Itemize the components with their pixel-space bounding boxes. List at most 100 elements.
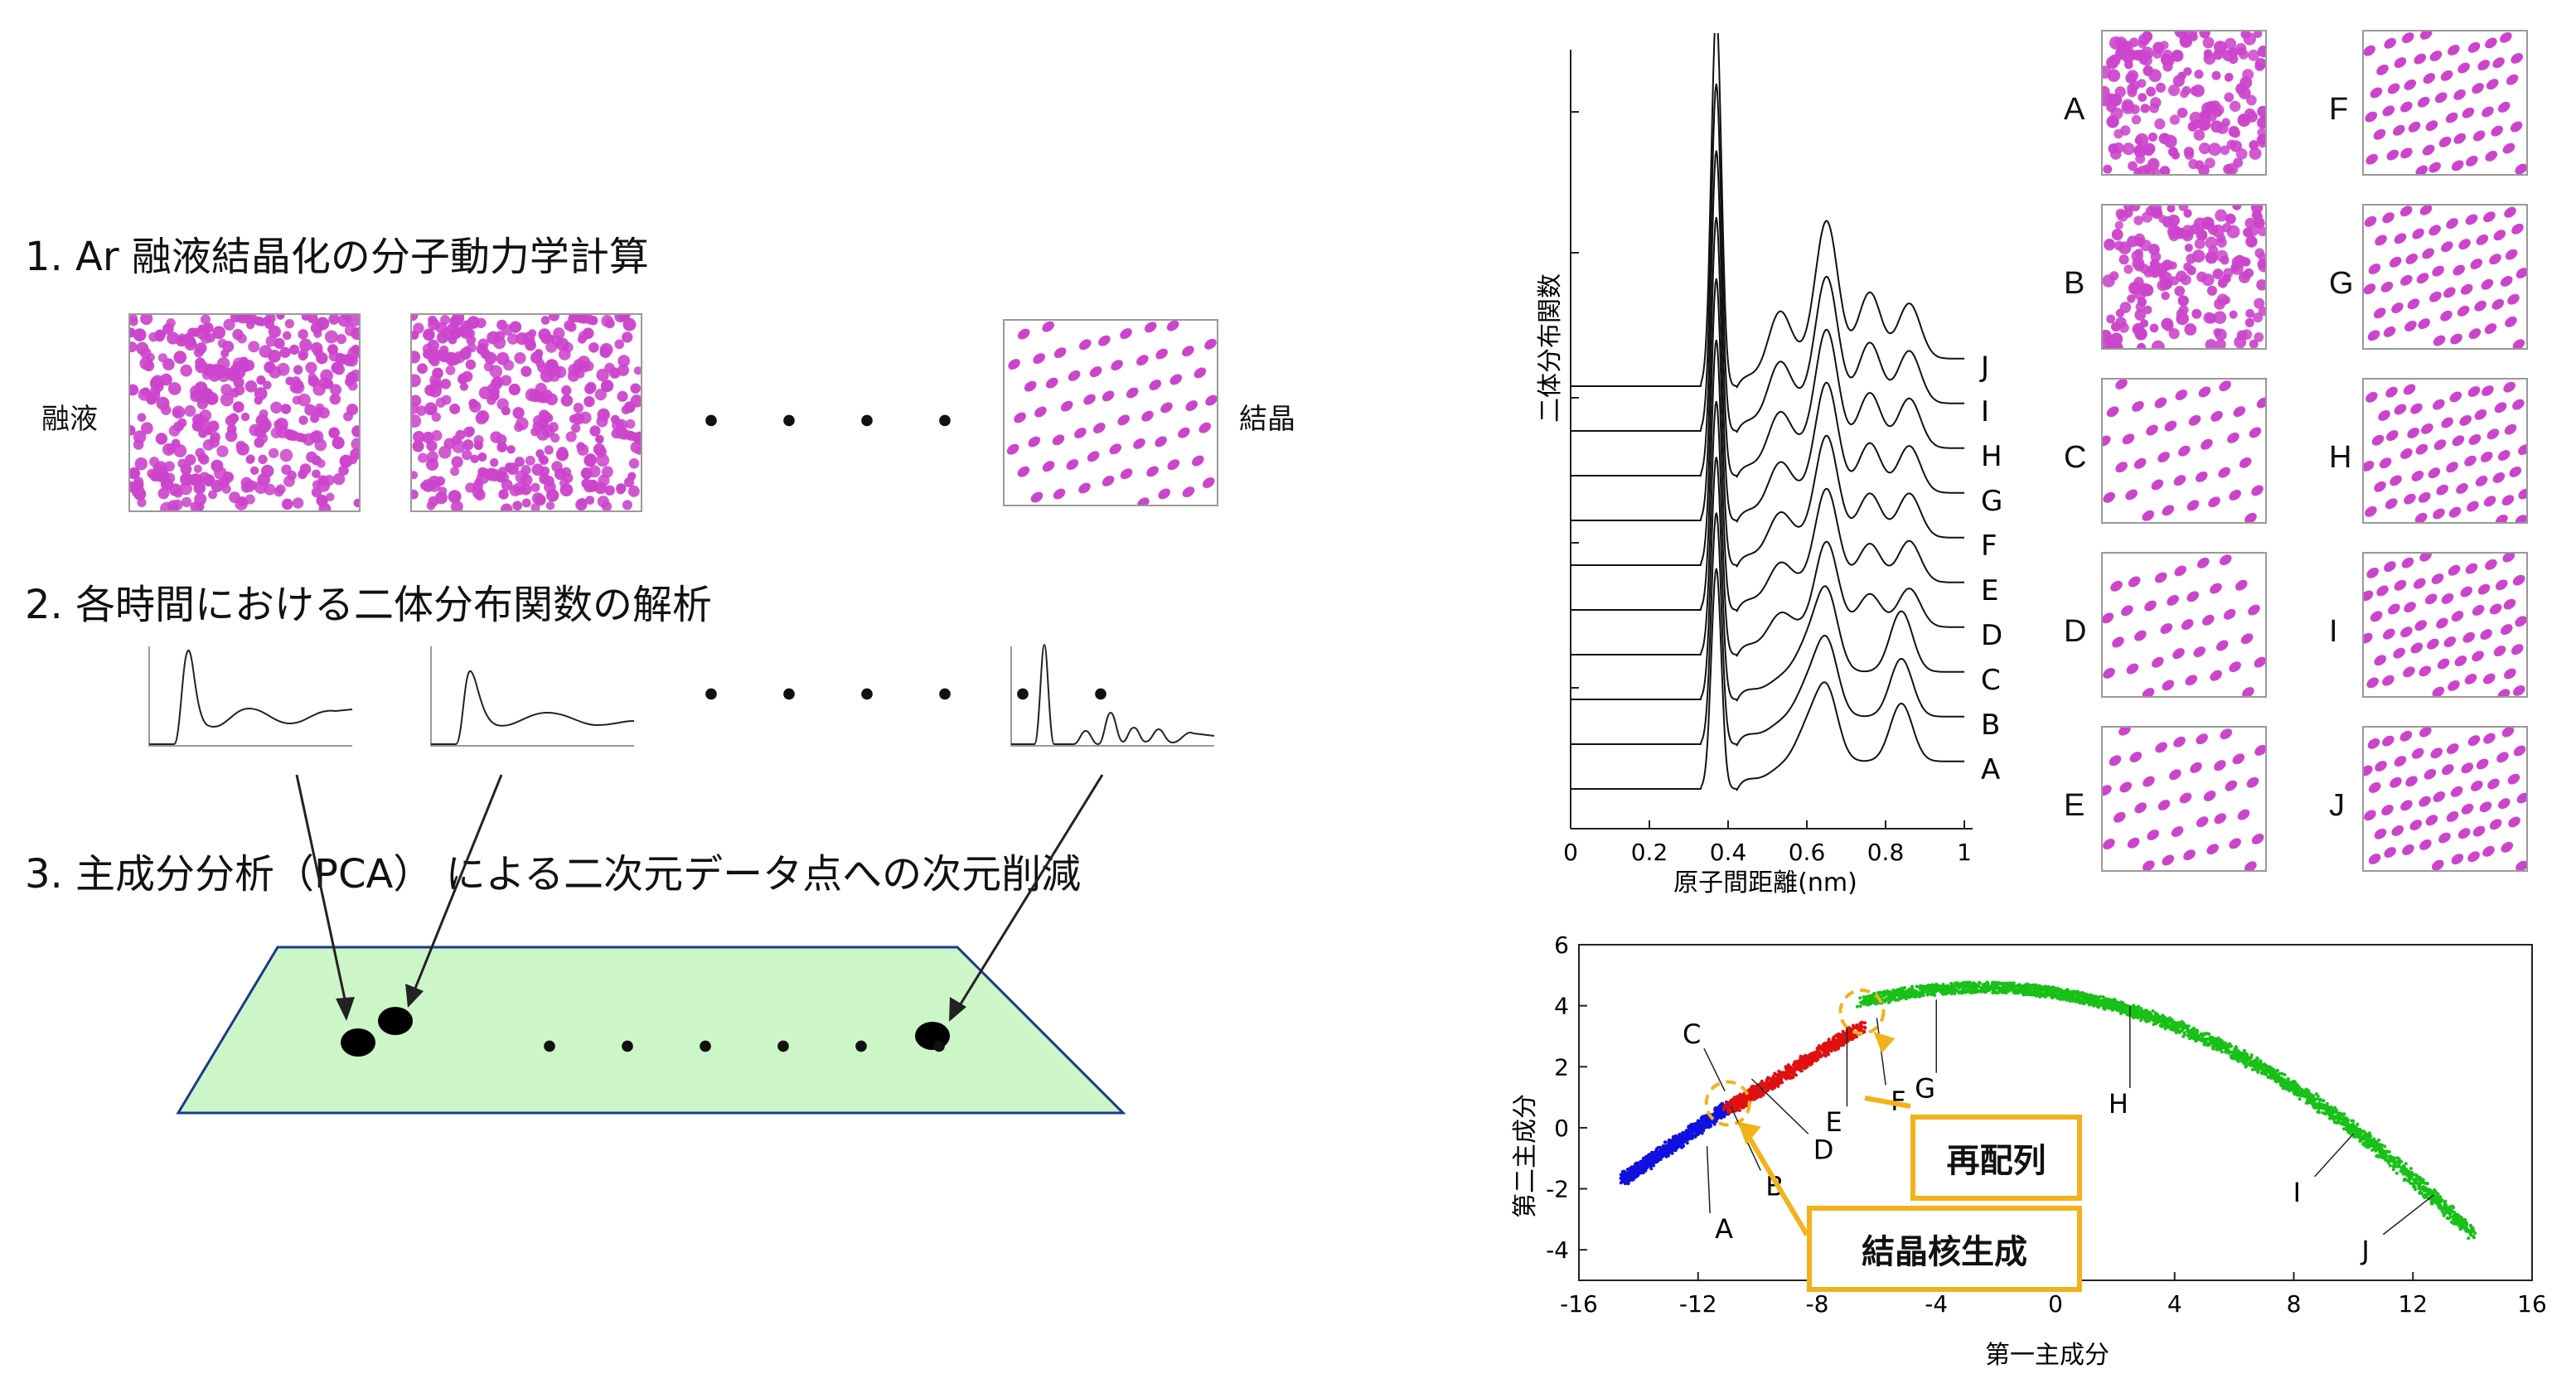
atom: [2407, 298, 2420, 310]
atom: [2431, 573, 2444, 584]
atom: [220, 393, 234, 407]
atom: [477, 409, 490, 423]
atom: [2483, 733, 2496, 744]
atom: [2236, 330, 2247, 341]
atom: [2103, 839, 2115, 849]
atom: [316, 317, 330, 331]
atom: [2394, 756, 2407, 767]
atom: [2509, 466, 2522, 477]
atom: [2151, 340, 2165, 348]
atom: [2416, 273, 2429, 284]
atom: [2146, 424, 2158, 436]
pca-annot-F: F: [1891, 1085, 1905, 1116]
atom: [259, 345, 272, 358]
callout-nucleation: 結晶核生成: [1807, 1206, 2082, 1292]
pca-ytick: 2: [1554, 1053, 1569, 1081]
atom: [200, 315, 211, 325]
atom: [449, 403, 461, 414]
atom: [1166, 321, 1179, 331]
atom: [2231, 256, 2244, 268]
atom: [2173, 475, 2186, 486]
atom: [2180, 89, 2189, 99]
atom: [2432, 686, 2445, 696]
atom: [2404, 79, 2417, 90]
snapshot-label-A: A: [2064, 92, 2085, 127]
atom: [2257, 45, 2265, 58]
atom: [2142, 688, 2155, 696]
atom: [515, 470, 529, 484]
atom: [1066, 459, 1079, 470]
atom: [1060, 400, 1073, 412]
atom: [2457, 828, 2471, 839]
atom: [2400, 274, 2413, 286]
atom: [2400, 448, 2413, 459]
atom: [2474, 300, 2486, 312]
atom: [438, 486, 448, 496]
atom: [521, 498, 531, 508]
atom: [2194, 69, 2204, 80]
atom: [190, 390, 200, 399]
atom: [298, 338, 312, 352]
atom: [2422, 144, 2435, 156]
atom: [2393, 124, 2405, 136]
atom: [2366, 567, 2379, 578]
atom: [596, 368, 609, 382]
atom: [2127, 294, 2136, 303]
atom: [2465, 214, 2478, 225]
atom: [173, 421, 184, 432]
atom: [462, 439, 474, 451]
atom: [258, 454, 268, 465]
atom: [2419, 839, 2432, 850]
atom: [2443, 636, 2457, 648]
atom: [610, 414, 620, 424]
atom: [2476, 758, 2489, 770]
atom: [329, 393, 341, 405]
atom: [2501, 495, 2515, 506]
atom: [506, 445, 516, 454]
atom: [2511, 52, 2523, 64]
atom: [2399, 730, 2413, 742]
atom: [589, 425, 601, 437]
atom: [2235, 148, 2248, 160]
atom: [268, 447, 279, 458]
atom: [282, 498, 293, 510]
atom: [1120, 328, 1132, 340]
atom: [2505, 249, 2518, 260]
atom: [1144, 322, 1157, 333]
atom: [202, 439, 215, 451]
atom: [2201, 438, 2213, 450]
atom: [2373, 128, 2386, 140]
atom: [2201, 102, 2215, 115]
atom: [254, 387, 268, 400]
atom: [2213, 311, 2227, 324]
atom: [133, 439, 144, 450]
atom: [2375, 235, 2387, 246]
pca-point-3: [915, 1022, 950, 1050]
atom: [2229, 838, 2241, 849]
rdf-xtick: 0: [1563, 839, 1578, 866]
atom: [261, 464, 274, 478]
atom: [208, 490, 217, 500]
atom: [2468, 434, 2482, 445]
atom: [1042, 321, 1054, 332]
atom: [270, 427, 282, 439]
atom: [2242, 687, 2254, 696]
pca-xtick: 8: [2287, 1290, 2302, 1318]
pca-ytick: 0: [1554, 1115, 1569, 1142]
pca-annot-line-D: [1750, 1078, 1809, 1134]
atom: [2220, 728, 2233, 740]
atom: [2190, 762, 2202, 773]
atom: [263, 380, 272, 389]
atom: [2103, 612, 2114, 624]
atom: [2382, 105, 2395, 117]
md-snapshot-liquid-2: [410, 313, 642, 512]
pca-xtick: 4: [2167, 1290, 2182, 1318]
atom: [2467, 735, 2481, 747]
atom: [312, 383, 326, 396]
atom: [2497, 450, 2511, 461]
pca-annot-D: D: [1813, 1134, 1834, 1165]
atom: [197, 452, 208, 463]
atom: [180, 472, 194, 486]
atom: [2501, 841, 2514, 853]
